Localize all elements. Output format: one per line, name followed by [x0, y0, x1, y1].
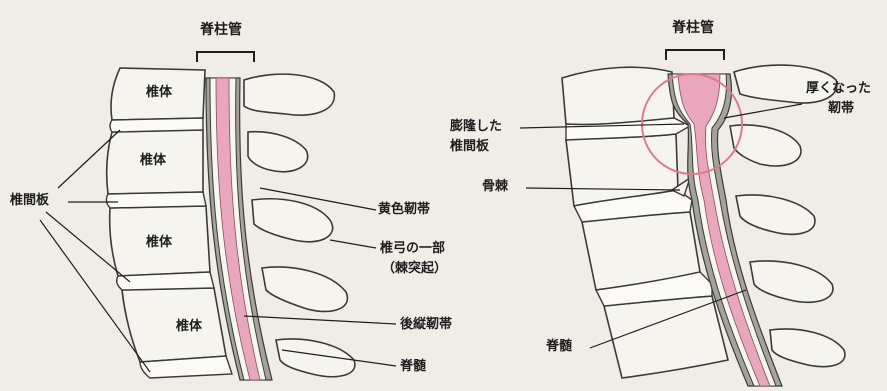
vertebra-label-4: 椎体 [176, 318, 202, 335]
ligamentum-label: 黄色靭帯 [378, 201, 430, 218]
arch-label-line2: （棘突起） [382, 260, 447, 277]
thick-lig-leader [724, 104, 802, 118]
r-arch-4 [750, 261, 833, 302]
bulge-label-line1: 膨隆した [450, 118, 502, 135]
r-vertebra-1 [562, 67, 674, 124]
left-canal-bracket [197, 52, 254, 62]
r-arch-5 [770, 329, 845, 367]
left-cord-label: 脊髄 [400, 358, 426, 375]
right-canal-bracket [666, 50, 724, 60]
arch-4 [262, 267, 347, 311]
arch-leader [330, 240, 376, 248]
arch-1 [244, 74, 334, 115]
bulge-label-line2: 椎間板 [450, 138, 489, 155]
disc-label: 椎間板 [10, 192, 49, 209]
right-canal-label: 脊柱管 [672, 20, 714, 37]
spur-label: 骨棘 [482, 178, 508, 195]
thick-lig-label-line1: 厚くなった [806, 80, 871, 97]
left-canal-label: 脊柱管 [200, 22, 242, 39]
vertebra-label-2: 椎体 [140, 152, 166, 169]
posterior-lig-leader [244, 316, 396, 324]
thick-lig-label-line2: 靭帯 [828, 100, 854, 117]
vertebra-label-3: 椎体 [146, 234, 172, 251]
arch-2 [248, 132, 308, 172]
vertebra-label-1: 椎体 [146, 84, 172, 101]
arch-label-line1: 椎弓の一部 [380, 240, 445, 257]
arch-5 [276, 339, 355, 377]
disc-2 [106, 192, 206, 208]
r-arch-3 [736, 195, 815, 234]
r-vertebra-4 [604, 296, 728, 378]
arch-3 [252, 199, 333, 242]
vertebra-4 [122, 288, 226, 362]
posterior-lig-label: 後縦靭帯 [400, 316, 452, 333]
disc-1 [110, 118, 203, 132]
right-cord-label: 脊髄 [546, 338, 572, 355]
